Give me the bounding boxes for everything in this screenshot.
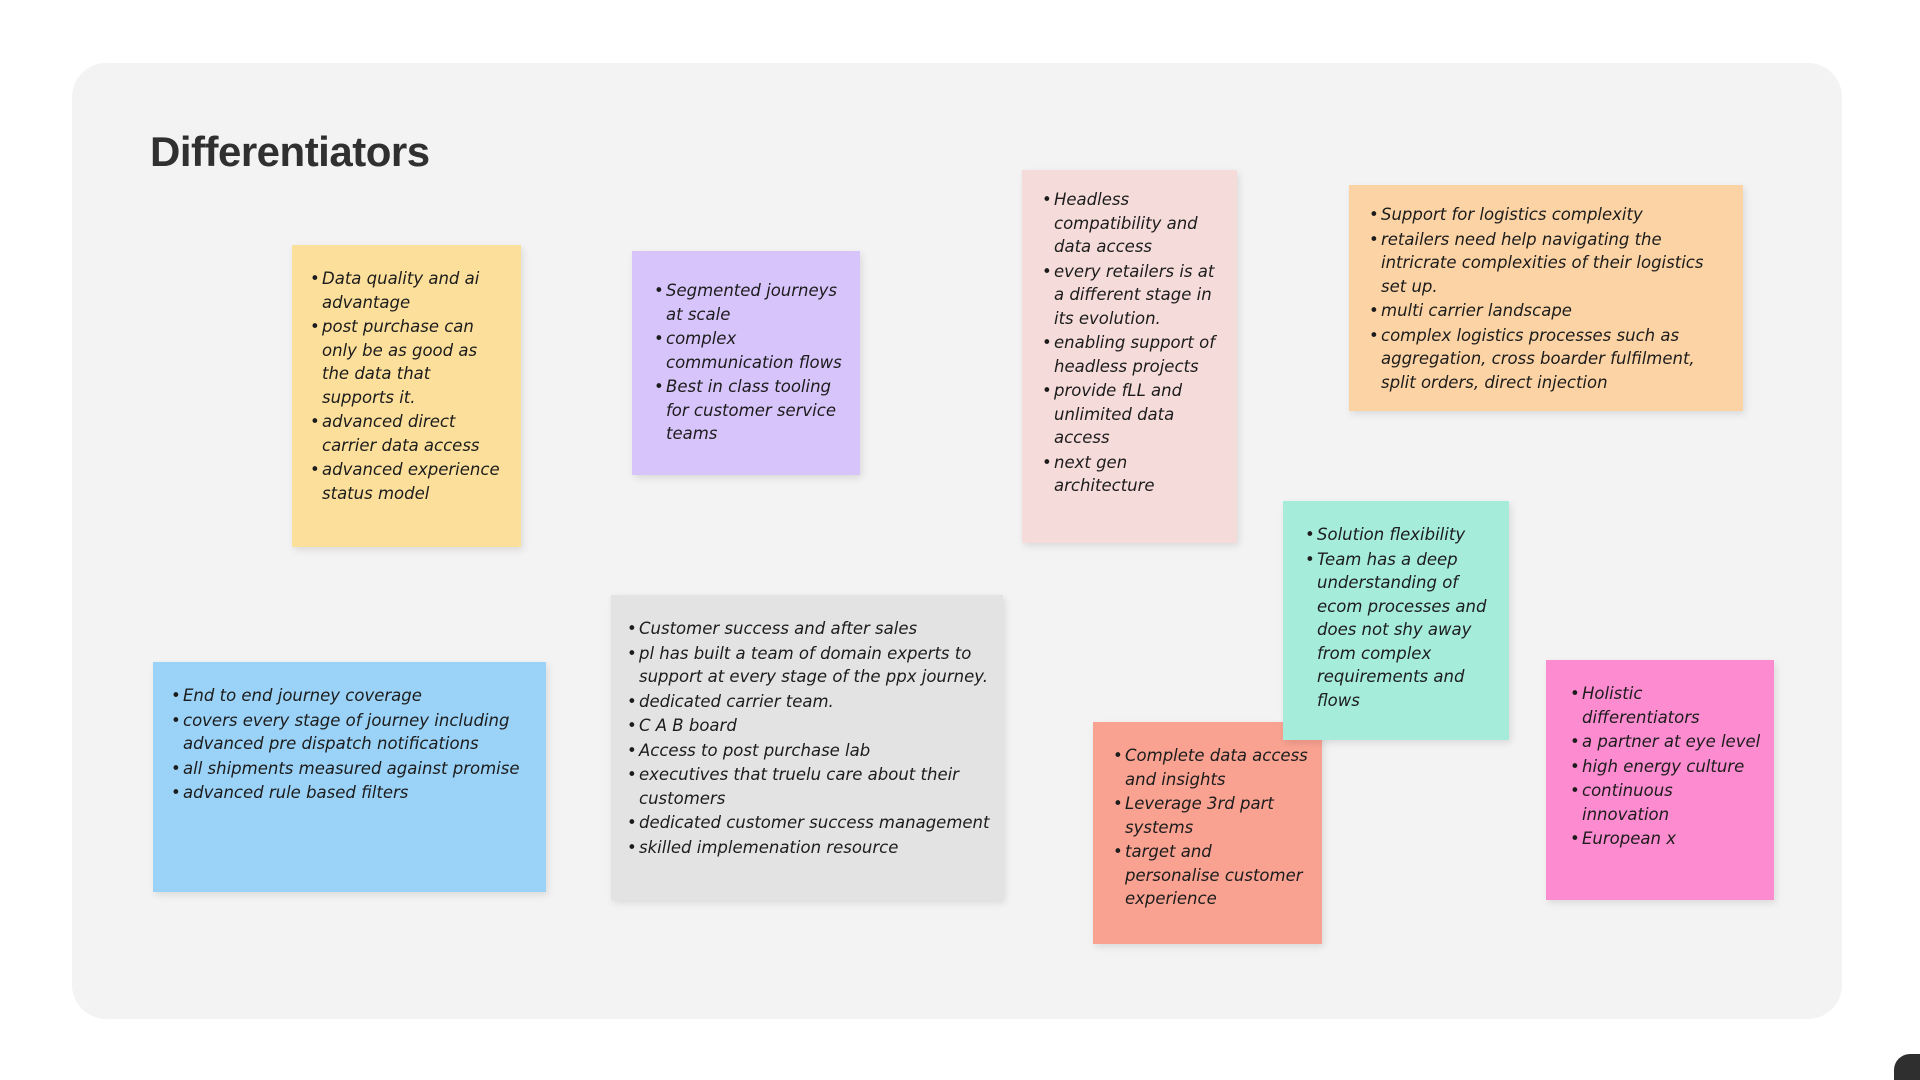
sticky-note-end-to-end-journey[interactable]: End to end journey coveragecovers every … xyxy=(153,662,546,892)
page-corner-decoration xyxy=(1894,1054,1920,1080)
note-list: Solution flexibilityTeam has a deep unde… xyxy=(1303,523,1497,712)
note-bullet-level-2: multi carrier landscape xyxy=(1367,299,1731,323)
note-bullet-level-2: every retailers is at a different stage … xyxy=(1040,260,1227,331)
note-bullet-level-2: target and personalise customer experien… xyxy=(1111,840,1310,911)
note-bullet-level-3: Access to post purchase lab xyxy=(625,739,991,763)
note-bullet-level-2: all shipments measured against promise xyxy=(169,757,534,781)
note-bullet-level-3: C A B board xyxy=(625,714,991,738)
note-bullet-level-1: Solution flexibility xyxy=(1303,523,1497,547)
note-bullet-level-3: skilled implemenation resource xyxy=(625,836,991,860)
note-bullet-level-2: pl has built a team of domain experts to… xyxy=(625,642,991,689)
note-bullet-level-2: Leverage 3rd part systems xyxy=(1111,792,1310,839)
sticky-note-customer-success[interactable]: Customer success and after salespl has b… xyxy=(611,595,1003,900)
note-list: Headless compatibility and data accessev… xyxy=(1040,188,1227,498)
sticky-note-segmented-journeys[interactable]: Segmented journeys at scalecomplex commu… xyxy=(632,251,860,475)
note-bullet-level-2: covers every stage of journey including … xyxy=(169,709,534,756)
note-bullet-level-3: dedicated customer success management xyxy=(625,811,991,835)
note-bullet-level-2: European x xyxy=(1568,827,1762,851)
note-bullet-level-2: continuous innovation xyxy=(1568,779,1762,826)
note-list: Segmented journeys at scalecomplex commu… xyxy=(652,279,848,446)
note-bullet-level-1: complex communication flows xyxy=(652,327,848,374)
note-bullet-level-2: a partner at eye level xyxy=(1568,730,1762,754)
note-list: Complete data access and insightsLeverag… xyxy=(1111,744,1310,911)
note-bullet-level-2: next gen architecture xyxy=(1040,451,1227,498)
note-bullet-level-1: Headless compatibility and data access xyxy=(1040,188,1227,259)
page-title: Differentiators xyxy=(150,128,430,175)
note-bullet-level-1: Holistic differentiators xyxy=(1568,682,1762,729)
sticky-note-logistics-complexity[interactable]: Support for logistics complexityretailer… xyxy=(1349,185,1743,411)
note-bullet-level-1: Complete data access and insights xyxy=(1111,744,1310,791)
note-bullet-level-1: Data quality and ai advantage xyxy=(308,267,507,314)
note-list: Holistic differentiatorsa partner at eye… xyxy=(1568,682,1762,851)
note-bullet-level-1: End to end journey coverage xyxy=(169,684,534,708)
sticky-note-data-quality[interactable]: Data quality and ai advantagepost purcha… xyxy=(292,245,521,547)
note-bullet-level-3: dedicated carrier team. xyxy=(625,690,991,714)
note-bullet-level-2: complex logistics processes such as aggr… xyxy=(1367,324,1731,395)
note-bullet-level-2: advanced experience status model xyxy=(308,458,507,505)
note-bullet-level-1: Support for logistics complexity xyxy=(1367,203,1731,227)
note-bullet-level-2: provide fLL and unlimited data access xyxy=(1040,379,1227,450)
sticky-note-headless-compatibility[interactable]: Headless compatibility and data accessev… xyxy=(1022,170,1237,543)
note-list: Support for logistics complexityretailer… xyxy=(1367,203,1731,394)
note-list: End to end journey coveragecovers every … xyxy=(169,684,534,805)
note-bullet-level-2: Team has a deep understanding of ecom pr… xyxy=(1303,548,1497,713)
sticky-note-complete-data-access[interactable]: Complete data access and insightsLeverag… xyxy=(1093,722,1322,944)
note-bullet-level-2: retailers need help navigating the intri… xyxy=(1367,228,1731,299)
note-bullet-level-1: Best in class tooling for customer servi… xyxy=(652,375,848,446)
note-bullet-level-1: Segmented journeys at scale xyxy=(652,279,848,326)
note-list: Customer success and after salespl has b… xyxy=(625,617,991,859)
note-bullet-level-3: executives that truelu care about their … xyxy=(625,763,991,810)
note-bullet-level-2: advanced rule based filters xyxy=(169,781,534,805)
note-list: Data quality and ai advantagepost purcha… xyxy=(308,267,507,505)
note-bullet-level-2: post purchase can only be as good as the… xyxy=(308,315,507,409)
note-bullet-level-2: high energy culture xyxy=(1568,755,1762,779)
note-bullet-level-1: Customer success and after sales xyxy=(625,617,991,641)
sticky-note-holistic-differentiators[interactable]: Holistic differentiatorsa partner at eye… xyxy=(1546,660,1774,900)
note-bullet-level-2: advanced direct carrier data access xyxy=(308,410,507,457)
note-bullet-level-2: enabling support of headless projects xyxy=(1040,331,1227,378)
sticky-note-solution-flexibility[interactable]: Solution flexibilityTeam has a deep unde… xyxy=(1283,501,1509,740)
